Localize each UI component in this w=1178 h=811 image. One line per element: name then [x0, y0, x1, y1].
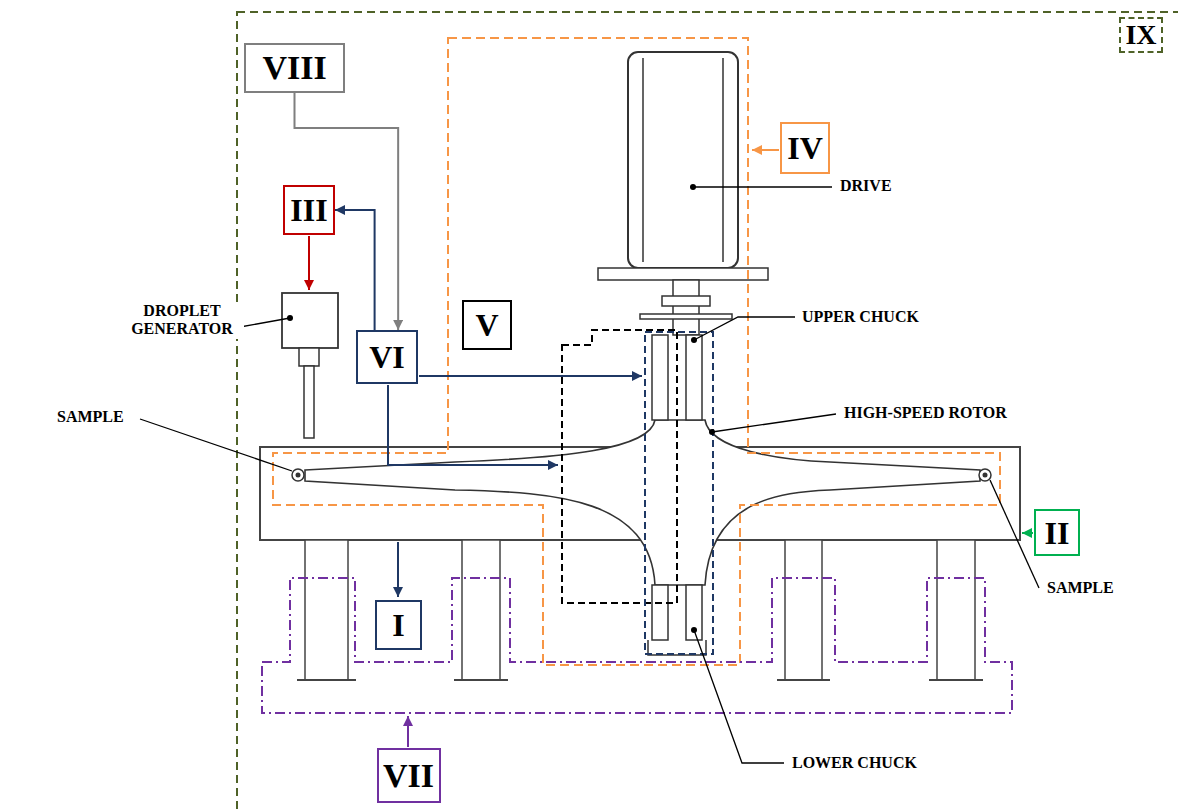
- leader-line: [712, 414, 836, 432]
- support-region-outline: [262, 578, 1012, 713]
- part-label: HIGH-SPEED ROTOR: [842, 404, 1009, 422]
- motor-detail: [643, 58, 723, 262]
- pointer-arrow: [397, 542, 399, 597]
- leader-dot: [691, 627, 697, 633]
- support-leg: [785, 540, 822, 680]
- upper-chuck-jaw: [686, 335, 702, 420]
- numeral-label: III: [290, 194, 327, 226]
- lower-chuck-cup: [648, 640, 706, 655]
- leader-dot: [709, 429, 715, 435]
- leader-line: [990, 480, 1039, 588]
- numeral-label: IV: [787, 132, 823, 164]
- leader-line: [694, 317, 795, 340]
- upper-chuck-jaw: [652, 335, 668, 420]
- leader-line: [240, 318, 290, 327]
- numeral-label: IX: [1125, 21, 1156, 49]
- pointer-arrow: [1022, 532, 1033, 534]
- part-label: DRIVE: [838, 177, 894, 195]
- droplet-generator-body: [282, 293, 338, 348]
- numeral-box: VII: [377, 748, 441, 803]
- part-label: LOWER CHUCK: [790, 754, 919, 772]
- leader-line: [694, 630, 784, 763]
- system-boundary: [237, 12, 1178, 811]
- pointer-arrow: [388, 385, 558, 465]
- numeral-box: II: [1034, 509, 1080, 556]
- numeral-label: II: [1045, 517, 1070, 549]
- sample-holder: [979, 469, 991, 481]
- motor-body: [628, 52, 738, 268]
- support-leg: [305, 540, 348, 680]
- part-label: SAMPLE: [55, 408, 126, 426]
- connector-arrow: [335, 210, 375, 330]
- mount-plate: [640, 314, 732, 319]
- leader-line: [140, 419, 292, 471]
- leader-line: [693, 186, 832, 187]
- numeral-box: IX: [1119, 17, 1163, 53]
- numeral-box: VI: [356, 330, 418, 384]
- sample-holder: [292, 469, 304, 481]
- numeral-label: V: [475, 309, 498, 341]
- part-label: SAMPLE: [1045, 579, 1116, 597]
- numeral-box: IV: [780, 122, 830, 174]
- shaft-coupling: [662, 296, 710, 306]
- droplet-nozzle: [299, 348, 319, 366]
- numeral-box: III: [283, 185, 335, 235]
- drive-subsystem-outline: [273, 38, 1000, 665]
- pointer-arrow: [752, 149, 779, 151]
- pointer-arrow: [407, 716, 409, 747]
- lower-chuck-jaw: [686, 585, 702, 640]
- numeral-box: VIII: [244, 43, 345, 93]
- sample-dot: [983, 473, 988, 478]
- droplet-nozzle-tip: [304, 366, 314, 438]
- drive-shaft: [673, 280, 699, 335]
- leader-dot: [690, 184, 696, 190]
- leader-dot: [287, 315, 293, 321]
- motor-flange: [598, 268, 768, 280]
- rotor-body: [305, 420, 980, 585]
- leader-dot: [691, 337, 697, 343]
- part-label: DROPLET GENERATOR: [120, 302, 244, 339]
- numeral-label: I: [392, 609, 404, 641]
- pointer-arrow: [419, 375, 642, 377]
- pointer-arrow: [308, 236, 310, 290]
- leg-foot: [297, 679, 983, 681]
- support-leg: [462, 540, 500, 680]
- numeral-label: VI: [369, 341, 405, 373]
- support-leg: [937, 540, 975, 680]
- sample-dot: [296, 473, 301, 478]
- numeral-box: V: [462, 300, 512, 350]
- numeral-label: VII: [383, 759, 434, 793]
- numeral-box: I: [375, 600, 422, 650]
- lower-chuck-jaw: [652, 585, 668, 640]
- chuck-region-outline: [645, 332, 713, 654]
- numeral-label: VIII: [262, 51, 326, 85]
- part-label: UPPER CHUCK: [800, 308, 921, 326]
- hub-region-outline: [562, 330, 677, 603]
